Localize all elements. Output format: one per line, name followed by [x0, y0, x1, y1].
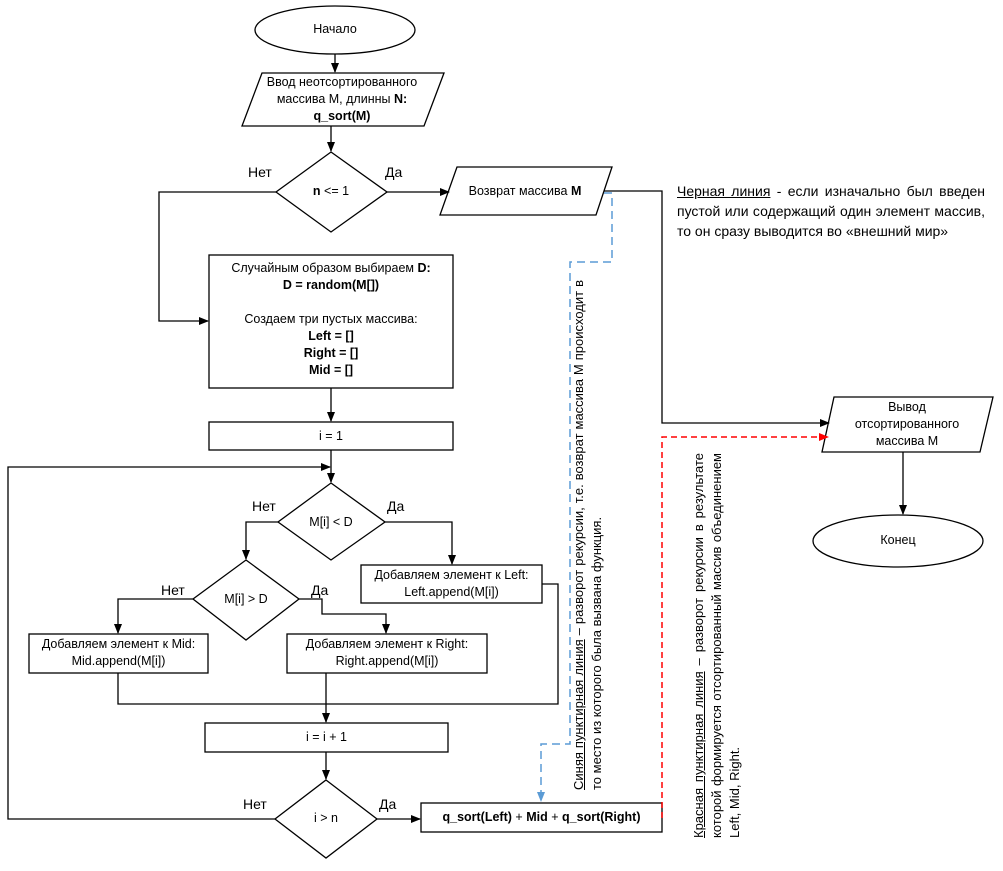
condition-mi-lt-d [276, 482, 387, 561]
add-left-line2: Left.append(M[i]) [404, 585, 499, 599]
return-text: Возврат массива [468, 184, 568, 198]
add-right-line2: Right.append(M[i]) [335, 654, 439, 668]
init-line5-bold: Right = [] [303, 346, 359, 360]
cond4-no-label: Нет [243, 796, 267, 812]
start-label: Начало [313, 22, 357, 36]
i-inc-box [204, 722, 449, 753]
cond1-yes-label: Да [385, 164, 403, 180]
return-bold: M [570, 184, 582, 198]
arrow-cond1-no [158, 191, 276, 325]
input-line3: q_sort(M) [247, 108, 437, 125]
output-line3: массива M [875, 434, 939, 448]
i-inc-label: i = i + 1 [306, 730, 347, 744]
combine-box [420, 802, 663, 833]
init-line1: Случайным образом выбираем D: [209, 260, 453, 277]
cond4-label: i > n [314, 811, 338, 825]
arrow-cond2-yes [385, 521, 456, 565]
cond1-label: n <= 1 [286, 183, 376, 200]
init-line2: D = random(M[]) [209, 277, 453, 294]
arrow-cond3-yes [299, 598, 390, 634]
blue-dashed-recursion-line [537, 192, 613, 802]
cond2-no-label: Нет [252, 498, 276, 514]
black-line-note-text: - если изначально был введен пустой или … [677, 183, 986, 239]
add-mid-line1: Добавляем элемент к Mid: [41, 637, 196, 651]
cond2-yes-label: Да [387, 498, 405, 514]
init-line6: Mid = [] [209, 362, 453, 379]
black-line-note: Черная линия - если изначально был введе… [677, 181, 985, 241]
condition-i-gt-n [273, 779, 379, 859]
arrow-return-output [604, 190, 830, 427]
combine-b: + [515, 810, 523, 824]
blue-line-note: Синяя пунктирная линия – разворот рекурс… [570, 280, 606, 790]
arrow-cond4-no-loop [7, 463, 331, 820]
output-line2: отсортированного [854, 417, 960, 431]
input-line2: массива M, длинны N: [247, 91, 437, 108]
cond3-yes-label: Да [311, 582, 329, 598]
condition-mi-gt-d [191, 559, 301, 641]
combine-d: + [551, 810, 559, 824]
black-line-note-title: Черная линия [677, 183, 771, 199]
condition-n-le-1 [274, 151, 389, 233]
red-dashed-recursion-line [661, 433, 829, 818]
add-right-line1: Добавляем элемент к Right: [305, 637, 469, 651]
line-mid-merge [117, 673, 326, 705]
i-init-label: i = 1 [319, 429, 343, 443]
cond1-var: n [312, 184, 321, 198]
add-left-line1: Добавляем элемент к Left: [374, 568, 529, 582]
init-line1-text: Случайным образом выбираем [231, 261, 414, 275]
cond3-label: M[i] > D [224, 592, 268, 606]
add-left-label: Добавляем элемент к Left: Left.append(M[… [361, 567, 542, 601]
end-label: Конец [880, 533, 916, 547]
output-line1: Вывод [888, 400, 926, 414]
input-line1: Ввод неотсортированного [266, 75, 418, 89]
add-mid-box [28, 633, 209, 674]
input-line2-bold: N: [393, 92, 408, 106]
init-line5: Right = [] [209, 345, 453, 362]
init-line4: Left = [] [209, 328, 453, 345]
cond3-no-label: Нет [161, 582, 185, 598]
init-process-box [208, 254, 454, 389]
add-right-label: Добавляем элемент к Right: Right.append(… [287, 636, 487, 670]
input-line2-text: массива M, длинны [276, 92, 391, 106]
blue-line-note-title: Синяя пунктирная линия [571, 639, 586, 790]
arrow-cond3-no [114, 598, 193, 634]
init-line2-bold: D = random(M[]) [282, 278, 380, 292]
line-left-merge [326, 583, 559, 705]
end-terminator [812, 514, 984, 568]
combine-e: q_sort(Right) [562, 810, 641, 824]
input-parallelogram [241, 72, 445, 127]
combine-a: q_sort(Left) [442, 810, 512, 824]
output-label: Вывод отсортированного массива M [828, 399, 986, 450]
cond1-op: <= 1 [324, 184, 350, 198]
add-right-box [286, 633, 488, 674]
i-init-box [208, 421, 454, 451]
cond4-yes-label: Да [379, 796, 397, 812]
init-line6-bold: Mid = [] [308, 363, 354, 377]
add-mid-line2: Mid.append(M[i]) [71, 654, 166, 668]
add-mid-label: Добавляем элемент к Mid: Mid.append(M[i]… [29, 636, 208, 670]
init-label: Случайным образом выбираем D: D = random… [209, 260, 453, 379]
combine-c: Mid [526, 810, 548, 824]
red-line-note-title: Красная пунктирная линия [691, 671, 706, 838]
input-label: Ввод неотсортированного массива M, длинн… [247, 74, 437, 125]
init-line1-bold: D: [417, 261, 431, 275]
return-label: Возврат массива M [445, 183, 605, 200]
cond2-label: M[i] < D [309, 515, 353, 529]
init-line4-bold: Left = [] [308, 329, 354, 343]
input-line3-bold: q_sort(M) [313, 109, 371, 123]
arrow-cond2-no [242, 521, 278, 560]
combine-label: q_sort(Left) + Mid + q_sort(Right) [421, 809, 662, 826]
return-array-parallelogram [439, 166, 613, 216]
init-line3: Создаем три пустых массива: [244, 312, 418, 326]
red-line-note: Красная пунктирная линия – разворот реку… [690, 453, 744, 838]
cond1-no-label: Нет [248, 164, 272, 180]
